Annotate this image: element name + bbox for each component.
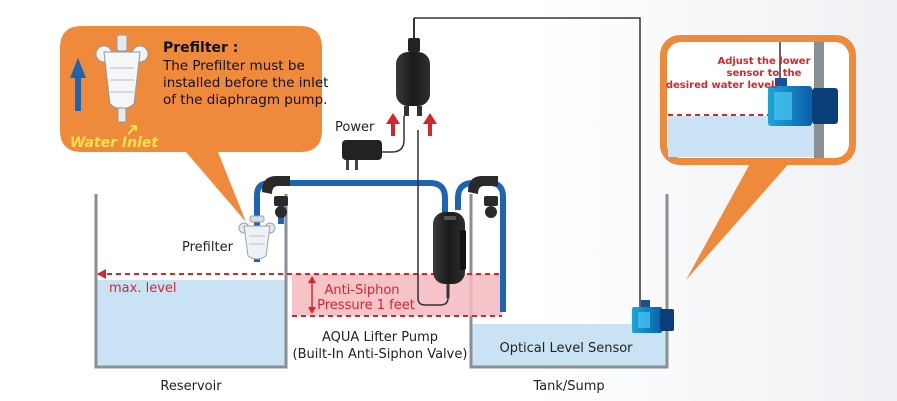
reservoir-label: Reservoir xyxy=(160,379,222,394)
clamp-left xyxy=(262,176,290,218)
measure-arrow-down xyxy=(308,307,316,314)
prefilter-label: Prefilter xyxy=(182,240,234,255)
pump-icon xyxy=(433,212,466,298)
signal-arrows xyxy=(386,113,437,136)
anti-siphon-zone xyxy=(292,274,502,316)
optical-sensor-label: Optical Level Sensor xyxy=(499,341,633,356)
sensor-callout-line-2: sensor to the xyxy=(727,68,802,79)
reservoir-water xyxy=(96,280,286,366)
anti-siphon-label-2: Pressure 1 feet xyxy=(317,298,415,313)
prefilter-icon xyxy=(238,215,276,260)
controller-icon xyxy=(396,17,641,308)
prefilter-callout-title: Prefilter : xyxy=(163,40,238,56)
anti-siphon-label-1: Anti-Siphon xyxy=(324,283,399,298)
power-label: Power xyxy=(335,120,375,135)
max-level-label: max. level xyxy=(109,281,177,296)
intake-tube xyxy=(254,180,448,232)
water-inlet-label: Water Inlet xyxy=(70,135,159,151)
pump-label-2: (Built-In Anti-Siphon Valve) xyxy=(293,347,468,362)
sensor-cable xyxy=(417,130,449,306)
measure-arrow-up xyxy=(308,276,316,283)
prefilter-callout-line-1: The Prefilter must be xyxy=(162,58,305,74)
clamp-right xyxy=(468,176,498,218)
sensor-callout xyxy=(660,35,856,280)
prefilter-callout-line-3: of the diaphragm pump. xyxy=(163,92,327,108)
sensor-callout-line-1: Adjust the lower xyxy=(717,56,810,67)
prefilter-callout-line-2: installed before the inlet xyxy=(163,75,328,91)
tank-label: Tank/Sump xyxy=(532,379,604,394)
power-adapter-icon xyxy=(342,139,405,170)
max-level-arrow xyxy=(97,269,106,279)
reservoir-walls xyxy=(94,194,288,369)
pump-label-1: AQUA Lifter Pump xyxy=(322,330,438,345)
prefilter-callout xyxy=(60,26,322,222)
optical-sensor-icon xyxy=(632,300,674,333)
sensor-callout-line-3: desired water level. xyxy=(666,80,778,91)
